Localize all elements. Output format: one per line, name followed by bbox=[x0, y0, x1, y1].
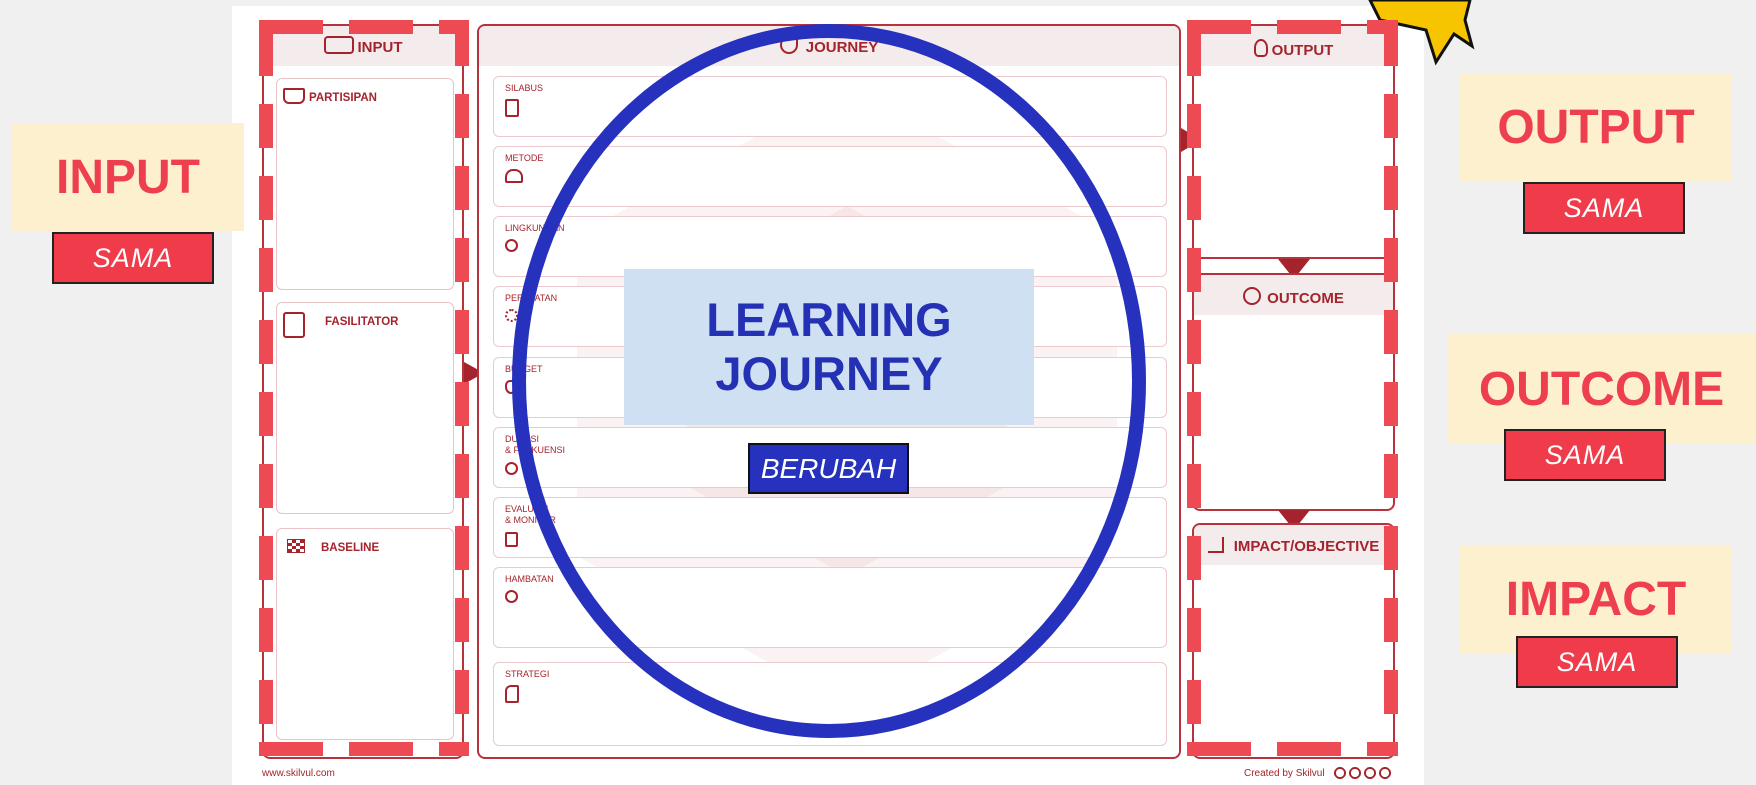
output-title: OUTPUT bbox=[1271, 42, 1334, 59]
creative-commons-icon bbox=[1333, 767, 1394, 779]
strategi-label: STRATEGI bbox=[505, 669, 550, 679]
graduation-cap-icon bbox=[283, 88, 305, 104]
output-dash-top bbox=[1187, 20, 1398, 34]
hambatan-label: HAMBATAN bbox=[505, 574, 554, 584]
metode-label: METODE bbox=[505, 153, 544, 163]
book-icon bbox=[505, 99, 519, 117]
journey-row-hambatan[interactable]: HAMBATAN bbox=[493, 567, 1167, 648]
berubah-tag: BERUBAH bbox=[748, 443, 909, 494]
baseline-label: BASELINE bbox=[321, 542, 380, 554]
footer-credit: Created by Skilvul bbox=[1244, 767, 1394, 779]
impact-side-title: IMPACT bbox=[1505, 572, 1687, 626]
input-dash-right bbox=[455, 22, 469, 754]
center-title-line2: JOURNEY bbox=[715, 347, 943, 400]
input-dash-top bbox=[259, 20, 469, 34]
output-side-box: OUTPUT bbox=[1460, 73, 1732, 181]
footer-website: www.skilvul.com bbox=[262, 768, 335, 779]
input-side-box: INPUT bbox=[12, 123, 244, 231]
output-side-title: OUTPUT bbox=[1497, 100, 1695, 154]
journey-row-metode[interactable]: METODE bbox=[493, 146, 1167, 207]
impact-sama-tag: SAMA bbox=[1516, 636, 1678, 688]
output-dash-left bbox=[1187, 32, 1201, 754]
lingkungan-label: LINGKUNGAN bbox=[505, 223, 565, 233]
checkered-flag-icon bbox=[287, 539, 305, 553]
puzzle-icon bbox=[323, 36, 354, 54]
journey-title: JOURNEY bbox=[805, 39, 879, 56]
center-title-line1: LEARNING bbox=[706, 293, 952, 346]
journey-ellipse bbox=[512, 24, 1146, 738]
outcome-side-box: OUTCOME bbox=[1447, 334, 1756, 444]
output-panel: OUTPUT bbox=[1192, 24, 1395, 259]
checklist-icon bbox=[505, 532, 518, 547]
input-dash-bottom bbox=[259, 742, 469, 756]
fasilitator-label: FASILITATOR bbox=[325, 316, 399, 328]
gear-icon bbox=[505, 309, 518, 322]
prohibited-icon bbox=[505, 590, 518, 603]
journey-header: JOURNEY bbox=[479, 26, 1179, 66]
input-arrow-icon bbox=[464, 362, 484, 384]
input-side-title: INPUT bbox=[56, 150, 200, 204]
outcome-header: OUTCOME bbox=[1194, 275, 1393, 315]
outcome-sama-tag: SAMA bbox=[1504, 429, 1666, 481]
partisipan-card: PARTISIPAN bbox=[276, 78, 454, 290]
journey-row-lingkungan[interactable]: LINGKUNGAN bbox=[493, 216, 1167, 277]
outcome-panel: OUTCOME bbox=[1192, 273, 1395, 511]
partisipan-label: PARTISIPAN bbox=[309, 92, 377, 104]
learning-journey-title-box: LEARNING JOURNEY bbox=[624, 269, 1034, 425]
output-sama-tag: SAMA bbox=[1523, 182, 1685, 234]
impact-side-box: IMPACT bbox=[1460, 545, 1732, 653]
journey-row-silabus[interactable]: SILABUS bbox=[493, 76, 1167, 137]
globe-icon bbox=[505, 239, 518, 252]
journey-row-evaluasi[interactable]: EVALUASI & MONITOR bbox=[493, 497, 1167, 558]
chess-knight-icon bbox=[505, 685, 519, 703]
silabus-label: SILABUS bbox=[505, 83, 544, 93]
input-panel: INPUT PARTISIPAN FASILITATOR BASELINE bbox=[262, 24, 464, 759]
input-dash-left bbox=[259, 32, 273, 754]
input-title: INPUT bbox=[357, 39, 403, 56]
impact-panel: IMPACT/OBJECTIVE bbox=[1192, 523, 1395, 759]
clock-icon bbox=[505, 462, 518, 475]
input-sama-tag: SAMA bbox=[52, 232, 214, 284]
output-arrow-icon bbox=[1278, 259, 1310, 279]
output-dash-bottom bbox=[1187, 742, 1398, 756]
target-icon bbox=[1243, 287, 1262, 305]
outcome-title: OUTCOME bbox=[1267, 290, 1344, 307]
fasilitator-card: FASILITATOR bbox=[276, 302, 454, 514]
lightbulb-icon bbox=[1253, 39, 1268, 57]
impact-title: IMPACT/OBJECTIVE bbox=[1233, 538, 1380, 555]
evaluasi-label: EVALUASI & MONITOR bbox=[505, 504, 556, 525]
teacher-board-icon bbox=[283, 312, 305, 338]
baseline-card: BASELINE bbox=[276, 528, 454, 740]
output-dash-right bbox=[1384, 22, 1398, 754]
outcome-side-title: OUTCOME bbox=[1478, 362, 1725, 416]
outcome-arrow-icon bbox=[1278, 510, 1310, 530]
chart-steps-icon bbox=[1207, 537, 1224, 553]
footer-credit-text: Created by Skilvul bbox=[1244, 768, 1325, 779]
impact-header: IMPACT/OBJECTIVE bbox=[1194, 525, 1393, 565]
people-icon bbox=[505, 169, 523, 183]
